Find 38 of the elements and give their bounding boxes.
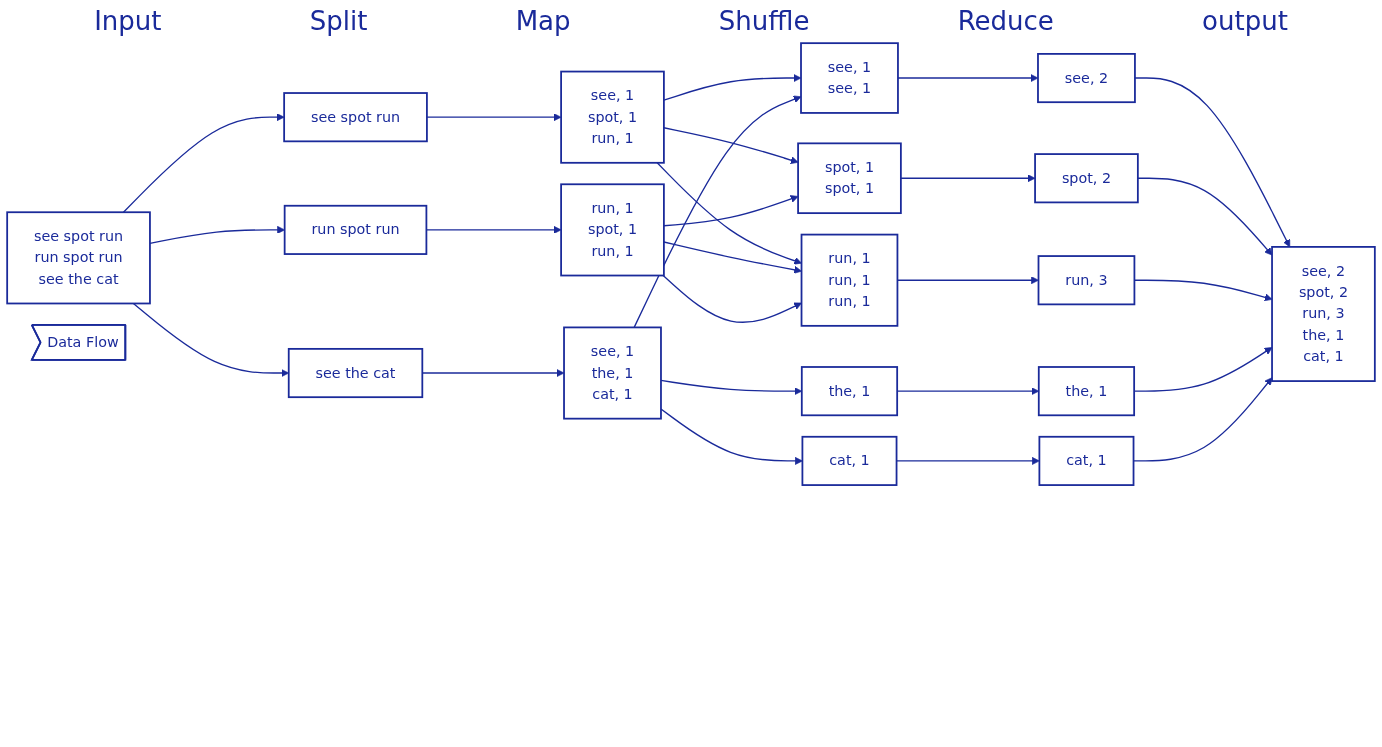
node-box: run spot run — [283, 204, 428, 255]
column-heading: Input — [94, 6, 162, 36]
node-box: see, 2 — [1037, 53, 1136, 104]
arrow — [149, 225, 285, 245]
node-box: spot, 2 — [1034, 153, 1139, 204]
arrow — [662, 274, 802, 323]
column-heading: Shuffle — [718, 6, 810, 36]
node-box: run, 1 spot, 1 run, 1 — [560, 183, 665, 277]
node-box: see spot run run spot run see the cat — [6, 211, 151, 305]
arrow — [426, 113, 562, 122]
column-heading: Reduce — [957, 6, 1054, 36]
node-box: see, 1 the, 1 cat, 1 — [563, 326, 662, 420]
node-box: cat, 1 — [1038, 435, 1135, 486]
node-box: run, 1 run, 1 run, 1 — [800, 233, 899, 327]
arrow — [122, 113, 285, 213]
arrow — [663, 241, 802, 274]
arrow — [656, 162, 802, 265]
node-box: see, 1 see, 1 — [800, 42, 899, 114]
node-box: run, 3 — [1037, 255, 1136, 306]
arrow — [660, 408, 803, 465]
arrow — [1134, 77, 1291, 248]
column-heading: output — [1202, 6, 1288, 36]
arrow — [663, 127, 799, 164]
node-box: the, 1 — [800, 366, 899, 417]
node-box: see, 1 spot, 1 run, 1 — [560, 70, 665, 164]
node-box: see spot run — [283, 92, 428, 143]
arrow — [663, 195, 799, 227]
arrow — [900, 174, 1036, 183]
node-box: see, 2 spot, 2 run, 3 the, 1 cat, 1 — [1271, 246, 1376, 382]
node-box: the, 1 — [1037, 366, 1136, 417]
column-heading: Map — [515, 6, 571, 36]
arrow — [1137, 177, 1273, 256]
arrow — [663, 74, 802, 101]
arrow — [633, 95, 802, 329]
node-box: cat, 1 — [801, 435, 898, 486]
node-box: see the cat — [287, 348, 424, 399]
node-box: spot, 1 spot, 1 — [797, 142, 902, 215]
column-heading: Split — [309, 6, 368, 36]
